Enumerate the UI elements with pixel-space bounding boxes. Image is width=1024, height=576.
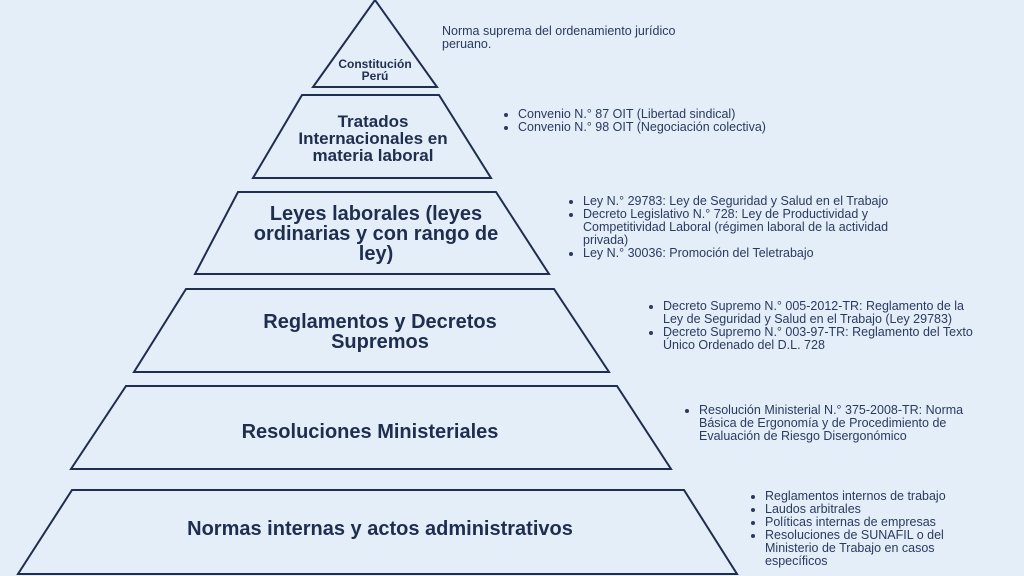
tier-4-shape: [132, 288, 611, 373]
tier-4-label: Reglamentos y Decretos Supremos: [263, 311, 497, 353]
tier-2-item: Convenio N.° 87 OIT (Libertad sindical): [518, 108, 800, 121]
tier-6-label: Normas internas y actos administrativos: [187, 518, 573, 540]
tier-6-item: Resoluciones de SUNAFIL o del Ministerio…: [765, 529, 977, 568]
tier-1-description-text: Norma suprema del ordenamiento jurídico …: [442, 24, 676, 51]
tier-5-shape: [69, 385, 673, 470]
tier-3-item: Ley N.° 29783: Ley de Seguridad y Salud …: [583, 195, 925, 208]
tier-2-shape: [251, 94, 493, 179]
tier-1-label: Constitución Perú: [338, 57, 412, 83]
tier-4-item: Decreto Supremo N.° 005-2012-TR: Reglame…: [663, 300, 985, 326]
tier-1-description: Norma suprema del ordenamiento jurídico …: [442, 25, 712, 51]
tier-3-label: Leyes laborales (leyes ordinarias y con …: [253, 203, 499, 265]
tier-2-description: Convenio N.° 87 OIT (Libertad sindical) …: [500, 108, 800, 134]
tier-4-description: Decreto Supremo N.° 005-2012-TR: Reglame…: [645, 300, 985, 352]
tier-6-item: Laudos arbitrales: [765, 503, 977, 516]
tier-3-item: Ley N.° 30036: Promoción del Teletrabajo: [583, 247, 925, 260]
tier-6-item: Reglamentos internos de trabajo: [765, 490, 977, 503]
tier-1-shape: [311, 0, 439, 88]
tier-3-shape: [193, 191, 551, 275]
tier-5-label: Resoluciones Ministeriales: [241, 421, 499, 443]
tier-2-label: Tratados Internacionales en materia labo…: [298, 111, 448, 165]
tier-3-item: Decreto Legislativo N.° 728: Ley de Prod…: [583, 208, 925, 247]
tier-6-item: Políticas internas de empresas: [765, 516, 977, 529]
tier-5-description: Resolución Ministerial N.° 375-2008-TR: …: [681, 404, 996, 443]
tier-3-description: Ley N.° 29783: Ley de Seguridad y Salud …: [565, 195, 925, 260]
tier-2-item: Convenio N.° 98 OIT (Negociación colecti…: [518, 121, 800, 134]
tier-5-item: Resolución Ministerial N.° 375-2008-TR: …: [699, 404, 996, 443]
tier-4-item: Decreto Supremo N.° 003-97-TR: Reglament…: [663, 326, 985, 352]
tier-6-description: Reglamentos internos de trabajo Laudos a…: [747, 490, 977, 568]
tier-6-shape: [16, 489, 739, 575]
